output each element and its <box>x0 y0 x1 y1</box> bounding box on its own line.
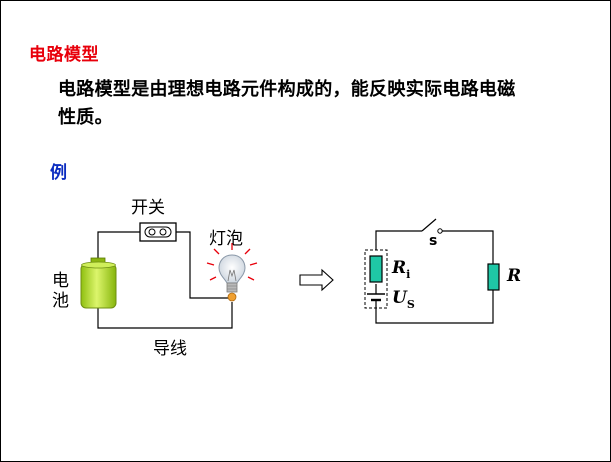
voltage-source-symbol <box>367 293 385 308</box>
voltage-source-subscript: S <box>407 298 415 311</box>
model-switch-label: s <box>429 233 437 249</box>
physical-wire-top <box>97 231 140 265</box>
model-switch <box>421 218 443 234</box>
model-wire-left-top <box>375 230 422 250</box>
voltage-source-label-group: US <box>392 288 415 311</box>
voltage-source-label: U <box>392 288 408 308</box>
internal-resistor-label-group: Ri <box>391 258 410 281</box>
description-line-2: 性质。 <box>58 107 113 128</box>
load-resistor <box>487 263 500 291</box>
switch-label: 开关 <box>131 198 165 218</box>
circuit-model: s Ri US R <box>364 218 521 324</box>
light-bulb-device <box>206 243 258 302</box>
switch-device <box>139 222 177 242</box>
bulb-rays <box>206 243 258 281</box>
model-wire-right <box>442 230 494 264</box>
description-line-1: 电路模型是由理想电路元件构成的，能反映实际电路电磁 <box>58 79 516 100</box>
physical-wire-switch-to-bulb <box>176 231 232 299</box>
battery-label-line-1: 电 <box>52 271 69 291</box>
internal-resistor-subscript: i <box>406 268 410 281</box>
load-resistor-label: R <box>506 266 521 286</box>
internal-resistor <box>369 255 383 283</box>
model-wire-bottom <box>375 290 494 324</box>
battery-device <box>80 257 117 309</box>
bulb-label: 灯泡 <box>209 229 243 249</box>
battery-label-line-2: 池 <box>52 291 69 311</box>
physical-circuit: 开关 灯泡 电 池 导线 <box>52 198 258 359</box>
description-paragraph: 电路模型是由理想电路元件构成的，能反映实际电路电磁 性质。 <box>58 76 588 132</box>
physical-wire-bottom <box>97 302 233 329</box>
example-label: 例 <box>50 163 67 183</box>
wire-label: 导线 <box>153 339 187 359</box>
slide-heading: 电路模型 <box>29 45 99 65</box>
transform-arrow <box>299 268 334 292</box>
internal-resistor-label: R <box>391 258 406 278</box>
